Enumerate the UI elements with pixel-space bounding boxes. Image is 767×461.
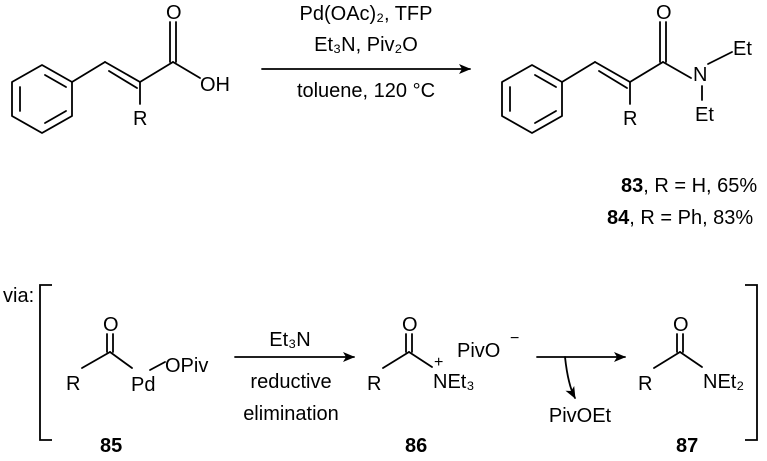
c86-number: 86	[405, 435, 427, 457]
c85-o-label: O	[103, 314, 119, 336]
c87-o-label: O	[673, 314, 689, 336]
reagent-line-3: toluene, 120 °C	[297, 80, 435, 102]
reagent-line-2: Et₃N, Piv₂O	[314, 34, 418, 56]
step1-reagent: Et₃N	[269, 329, 310, 351]
entry-number: 83	[621, 175, 643, 197]
entry-description: , R = H, 65%	[643, 175, 757, 197]
right-bracket	[745, 284, 758, 441]
alkene-bond-inner	[108, 70, 138, 89]
product-o-label: O	[656, 2, 672, 24]
product-entry-84: 84, R = Ph, 83%	[607, 207, 753, 229]
step2-byproduct: PivOEt	[549, 405, 612, 427]
product-structure: O N Et Et R	[501, 2, 752, 134]
product-entry-83: 83, R = H, 65%	[621, 175, 757, 197]
c86-o-label: O	[402, 314, 418, 336]
entry-description: , R = Ph, 83%	[629, 207, 753, 229]
entry-number: 84	[607, 207, 630, 229]
step-1-arrow: Et₃N reductive elimination	[234, 329, 355, 425]
c85-r-label: R	[66, 373, 80, 395]
c86-anion-label: PivO	[457, 340, 500, 362]
c87-r-label: R	[638, 373, 652, 395]
bond-ph-ch	[71, 61, 106, 83]
product-r-label: R	[623, 108, 637, 130]
c85-number: 85	[100, 435, 122, 457]
bond-c-cooh	[139, 61, 174, 83]
svg-text:84, R = Ph, 83%: 84, R = Ph, 83%	[607, 207, 753, 229]
main-reaction-arrow: Pd(OAc)₂, TFP Et₃N, Piv₂O toluene, 120 °…	[261, 3, 471, 102]
product-n-label: N	[693, 64, 707, 86]
c87-n-label: NEt₂	[703, 371, 744, 393]
reactant-o-label: O	[166, 2, 182, 24]
product-benzene-ring	[501, 64, 563, 134]
left-bracket	[39, 284, 52, 441]
compound-87: O R NEt₂ 87	[638, 314, 744, 457]
via-label: via:	[3, 285, 34, 307]
reactant-oh-label: OH	[200, 74, 230, 96]
c87-number: 87	[676, 435, 698, 457]
reactant-r-label: R	[133, 108, 147, 130]
c86-plus-charge: +	[434, 354, 443, 371]
c86-r-label: R	[367, 373, 381, 395]
step1-condition-1: reductive	[250, 371, 331, 393]
product-et-top: Et	[733, 38, 752, 60]
benzene-ring	[11, 64, 73, 134]
alkene-bond	[104, 61, 141, 83]
reactant-structure: O OH R	[11, 2, 230, 134]
step1-condition-2: elimination	[243, 403, 339, 425]
reagent-line-1: Pd(OAc)₂, TFP	[300, 3, 433, 25]
c86-minus-charge: −	[510, 330, 519, 347]
step-2-arrow: PivOEt	[536, 352, 626, 427]
product-et-bottom: Et	[695, 104, 714, 126]
compound-86: O R NEt₃ + PivO − 86	[367, 314, 519, 457]
c86-n-label: NEt₃	[433, 371, 474, 393]
compound-85: O R Pd OPiv 85	[66, 314, 208, 457]
c85-opiv-label: OPiv	[165, 355, 208, 377]
bond-c-oh	[172, 61, 201, 79]
svg-text:83, R = H, 65%: 83, R = H, 65%	[621, 175, 757, 197]
c85-pd-label: Pd	[131, 374, 155, 396]
